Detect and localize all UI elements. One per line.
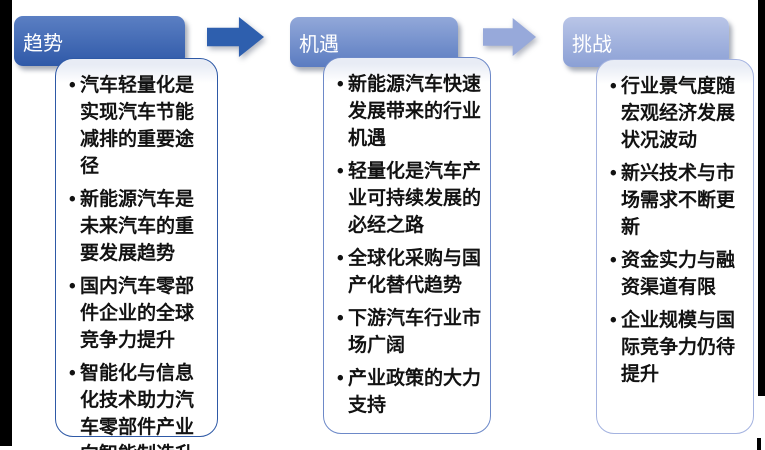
list-item: 企业规模与国际竞争力仍待提升 xyxy=(610,307,747,388)
challenges-list: 行业景气度随宏观经济发展状况波动 新兴技术与市场需求不断更新 资金实力与融资渠道… xyxy=(597,60,753,388)
arrow-right-icon-shape xyxy=(207,17,264,57)
header-opportunities-label: 机遇 xyxy=(299,34,339,56)
arrow-right-icon-shape xyxy=(483,18,536,56)
list-item: 下游汽车行业市场广阔 xyxy=(337,305,484,359)
list-item: 新兴技术与市场需求不断更新 xyxy=(610,160,747,241)
trends-list: 汽车轻量化是实现汽车节能减排的重要途径 新能源汽车是未来汽车的重要发展趋势 国内… xyxy=(56,59,217,450)
list-item: 新能源汽车是未来汽车的重要发展趋势 xyxy=(69,186,211,267)
list-item: 智能化与信息化技术助力汽车零部件产业向智能制造升级 xyxy=(69,360,211,450)
panel-challenges: 行业景气度随宏观经济发展状况波动 新兴技术与市场需求不断更新 资金实力与融资渠道… xyxy=(596,59,754,434)
list-item: 产业政策的大力支持 xyxy=(337,365,484,419)
arrow-right-icon xyxy=(483,18,536,56)
panel-opportunities: 新能源汽车快速发展带来的行业机遇 轻量化是汽车产业可持续发展的必经之路 全球化采… xyxy=(323,57,491,434)
header-trends: 趋势 xyxy=(14,16,185,66)
opportunities-list: 新能源汽车快速发展带来的行业机遇 轻量化是汽车产业可持续发展的必经之路 全球化采… xyxy=(324,58,490,419)
letterbox-left-strip xyxy=(0,0,12,446)
letterbox-right-strip xyxy=(758,0,765,396)
panel-trends: 汽车轻量化是实现汽车节能减排的重要途径 新能源汽车是未来汽车的重要发展趋势 国内… xyxy=(55,58,218,450)
list-item: 国内汽车零部件企业的全球竞争力提升 xyxy=(69,273,211,354)
list-item: 全球化采购与国产化替代趋势 xyxy=(337,245,484,299)
letterbox-bottom-right-tick xyxy=(757,438,761,450)
arrow-right-icon xyxy=(207,17,264,57)
list-item: 行业景气度随宏观经济发展状况波动 xyxy=(610,73,747,154)
list-item: 新能源汽车快速发展带来的行业机遇 xyxy=(337,71,484,152)
list-item: 轻量化是汽车产业可持续发展的必经之路 xyxy=(337,158,484,239)
header-trends-label: 趋势 xyxy=(23,33,63,55)
list-item: 汽车轻量化是实现汽车节能减排的重要途径 xyxy=(69,72,211,180)
header-challenges: 挑战 xyxy=(563,17,729,67)
header-challenges-label: 挑战 xyxy=(572,34,612,56)
list-item: 资金实力与融资渠道有限 xyxy=(610,247,747,301)
